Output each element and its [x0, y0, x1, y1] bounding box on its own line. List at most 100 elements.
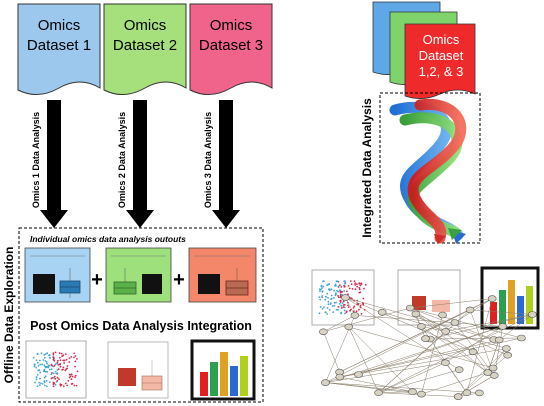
scatter-point [52, 372, 55, 375]
scatter-point [351, 288, 354, 290]
network-node [341, 294, 350, 301]
scatter-point [334, 283, 337, 286]
network-edge [499, 314, 533, 341]
scatter-point [39, 363, 42, 366]
scatter-point [353, 280, 356, 282]
individual-panel-1 [24, 247, 91, 303]
network-node [344, 323, 354, 331]
network-edge [325, 382, 422, 395]
scatter-point [40, 352, 43, 355]
scatter-point [321, 296, 324, 299]
scatter-point [341, 302, 344, 305]
stack-line-3: 1,2, & 3 [419, 64, 464, 79]
scatter-point [323, 306, 325, 309]
scatter-point [358, 282, 361, 285]
network-node [494, 336, 504, 344]
scatter-point [364, 283, 367, 286]
scatter-point [76, 370, 79, 373]
scatter-point [353, 310, 355, 313]
scatter-point [44, 360, 47, 362]
scatter-point [48, 356, 51, 359]
scatter-point [62, 354, 64, 357]
scatter-point [347, 306, 350, 308]
scatter-point [39, 384, 41, 386]
scatter-point [336, 280, 338, 282]
scatter-point [68, 361, 71, 363]
network-edge [378, 391, 413, 393]
scatter-point [330, 297, 333, 300]
scatter-point [44, 375, 47, 378]
scatter-point [50, 377, 53, 380]
analysis-label-3: Omics 3 Data Analysis [203, 112, 213, 208]
scatter-point [322, 285, 325, 288]
scatter-point [52, 385, 55, 388]
scatter-point [39, 359, 41, 362]
scatter-point [57, 359, 59, 362]
scatter-point [56, 361, 59, 364]
analysis-arrow-1: Omics 1 Data Analysis [31, 100, 68, 228]
network-node [528, 311, 537, 318]
scatter-point [343, 309, 346, 312]
plus-sign-1: + [91, 269, 103, 291]
scatter-point [339, 294, 342, 297]
network-node [475, 389, 484, 397]
analysis-arrow-3: Omics 3 Data Analysis [203, 100, 240, 228]
scatter-point [57, 368, 60, 370]
scatter-point [41, 363, 43, 366]
scatter-point [339, 296, 342, 299]
scatter-point [43, 384, 46, 387]
network-node [483, 369, 493, 376]
scatter-point [337, 295, 339, 297]
scatter-point [335, 284, 337, 287]
network-edge [354, 315, 503, 327]
scatter-point [54, 370, 57, 373]
scatter-point [360, 282, 362, 285]
scatter-point [63, 362, 66, 364]
network-edge [470, 309, 533, 315]
scatter-point [52, 353, 55, 356]
scatter-point [330, 288, 333, 291]
scatter-point [46, 385, 48, 388]
scatter-point [66, 365, 69, 367]
scatter-point [58, 352, 61, 354]
scatter-point [47, 366, 49, 369]
scatter-point [340, 290, 343, 293]
scatter-point [357, 303, 360, 306]
scatter-point [339, 284, 341, 286]
network-edge [410, 307, 522, 339]
network-node [502, 345, 511, 352]
scatter-point [348, 287, 351, 290]
dataset-2-line1: Omics [124, 17, 167, 34]
scatter-point [53, 376, 55, 379]
scatter-point [37, 361, 39, 364]
network-node [350, 312, 360, 319]
network-edge [421, 314, 443, 395]
scatter-point [37, 365, 40, 367]
scatter-point [347, 285, 350, 287]
scatter-point [343, 284, 345, 287]
scatter-point [65, 358, 68, 361]
integrated-box-frame [397, 269, 461, 326]
scatter-point [66, 367, 68, 370]
scatter-point [70, 356, 73, 358]
scatter-point [59, 359, 62, 362]
scatter-point [68, 357, 71, 360]
scatter-point [339, 289, 341, 292]
scatter-point [53, 364, 56, 367]
network-edge [410, 298, 493, 309]
scatter-point [327, 296, 329, 299]
network-edge [430, 337, 522, 340]
scatter-point [333, 289, 335, 292]
integration-scatter-plot [25, 340, 87, 399]
network-node [503, 351, 513, 359]
scatter-point [56, 379, 59, 382]
individual-panel-2 [105, 247, 172, 303]
network-edge [345, 297, 460, 370]
scatter-point [50, 373, 53, 376]
scatter-point [321, 295, 323, 297]
scatter-point [61, 368, 63, 371]
scatter-point [343, 290, 346, 292]
scatter-point [350, 283, 353, 285]
scatter-point [46, 370, 49, 373]
scatter-point [38, 369, 41, 372]
